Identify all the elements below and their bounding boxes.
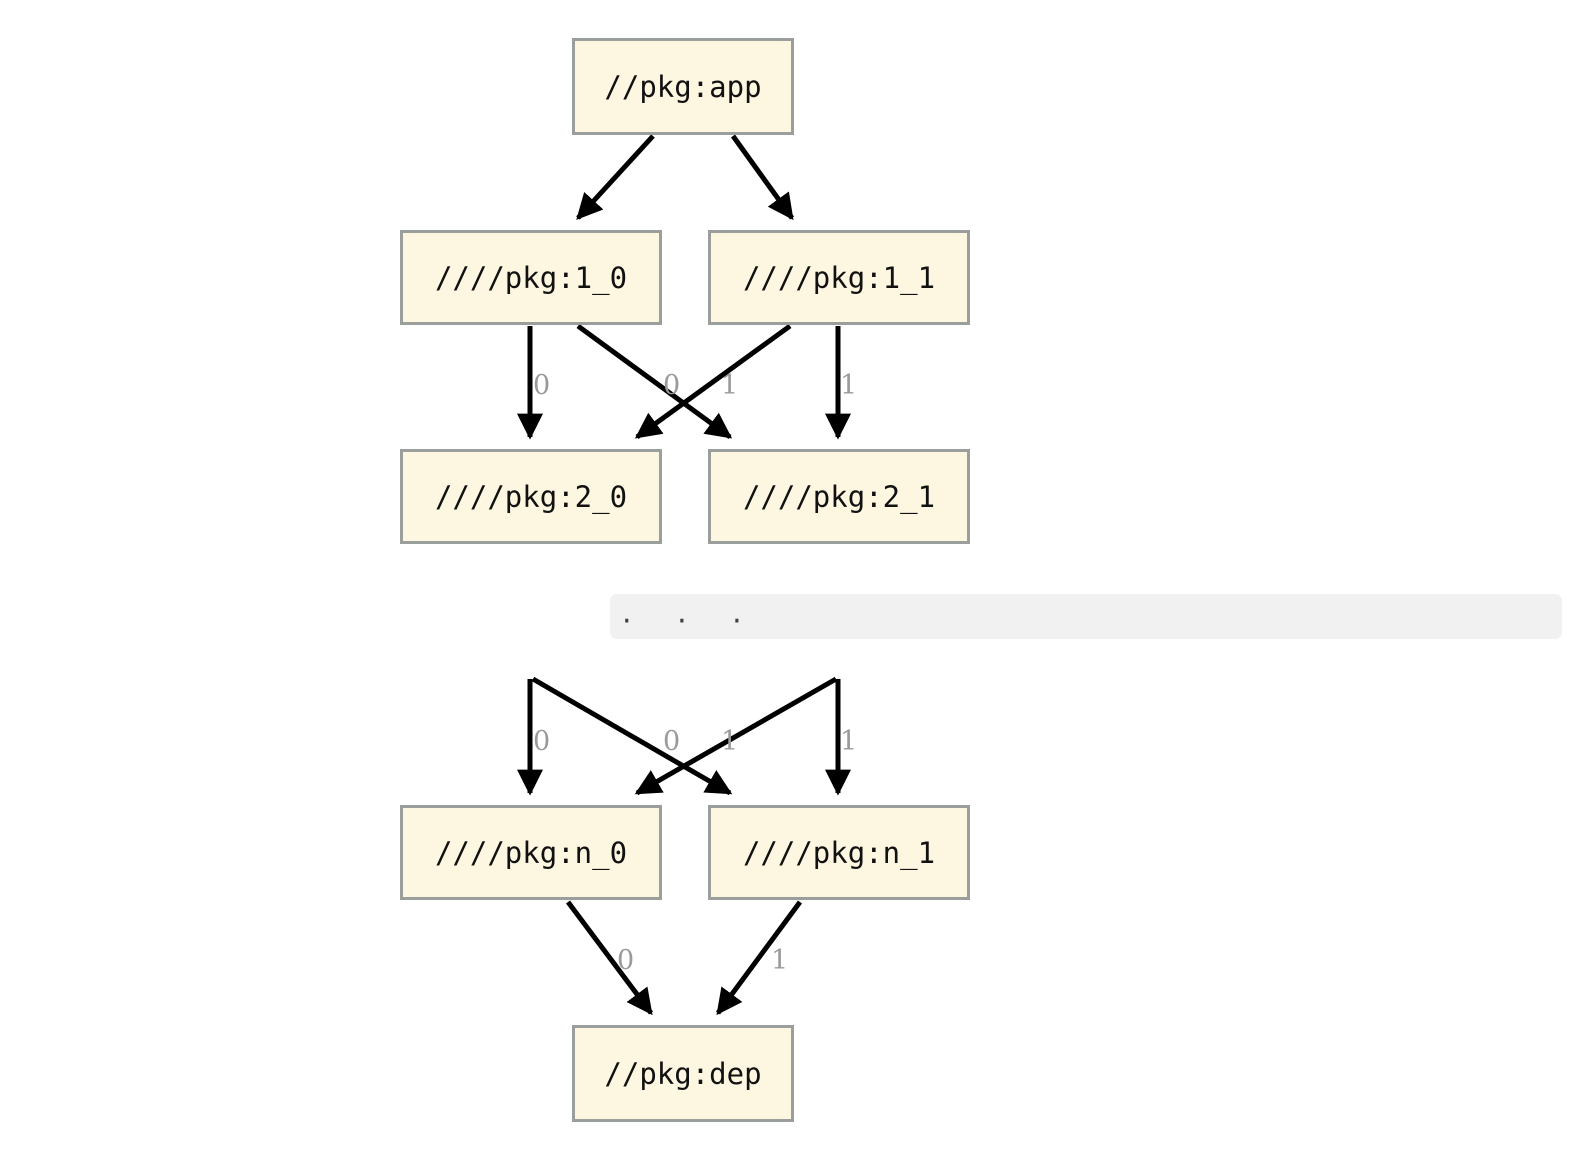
- edge-label-above-to-n_1-straight: 1: [840, 726, 858, 757]
- edge-label-1_1-to-2_1: 1: [840, 370, 858, 401]
- edge-n_1-to-dep: [715, 900, 803, 1016]
- edge-app-to-1_1: [730, 134, 795, 221]
- edge-label-n_0-to-dep: 0: [617, 945, 635, 976]
- node-pkg-1_0[interactable]: ////pkg:1_0: [400, 230, 662, 325]
- edge-1_0-to-2_1: [576, 323, 733, 440]
- ellipsis-separator-band: · · ·: [610, 594, 1562, 639]
- node-label: ////pkg:2_0: [434, 479, 628, 514]
- node-label: ////pkg:2_1: [742, 479, 936, 514]
- node-pkg-1_1[interactable]: ////pkg:1_1: [708, 230, 970, 325]
- node-pkg-2_1[interactable]: ////pkg:2_1: [708, 449, 970, 544]
- node-label: ////pkg:1_0: [434, 260, 628, 295]
- edge-above-to-n_0-cross: [634, 676, 838, 796]
- edge-label-1_1-to-2_0: 0: [663, 370, 681, 401]
- edge-label-above-to-n_0-cross: 0: [663, 726, 681, 757]
- node-label: ////pkg:n_0: [434, 835, 628, 870]
- node-pkg-n_1[interactable]: ////pkg:n_1: [708, 805, 970, 900]
- node-pkg-app[interactable]: //pkg:app: [572, 38, 794, 135]
- node-pkg-2_0[interactable]: ////pkg:2_0: [400, 449, 662, 544]
- edge-n_0-to-dep: [565, 900, 654, 1016]
- node-pkg-n_0[interactable]: ////pkg:n_0: [400, 805, 662, 900]
- edge-label-1_0-to-2_0: 0: [533, 370, 551, 401]
- edge-app-to-1_0: [576, 134, 655, 220]
- edge-label-above-to-n_0-straight: 0: [533, 726, 551, 757]
- node-label: ////pkg:n_1: [742, 835, 936, 870]
- edge-above-to-n_1-cross: [531, 676, 733, 796]
- node-label: //pkg:dep: [604, 1056, 762, 1091]
- edge-1_1-to-2_0: [634, 323, 792, 440]
- node-label: ////pkg:1_1: [742, 260, 936, 295]
- edge-label-1_0-to-2_1: 1: [721, 370, 739, 401]
- edge-label-n_1-to-dep: 1: [771, 945, 789, 976]
- node-label: //pkg:app: [604, 69, 762, 104]
- node-pkg-dep[interactable]: //pkg:dep: [572, 1025, 794, 1122]
- ellipsis-dots: · · ·: [622, 604, 760, 639]
- edge-label-above-to-n_1-cross: 1: [721, 726, 739, 757]
